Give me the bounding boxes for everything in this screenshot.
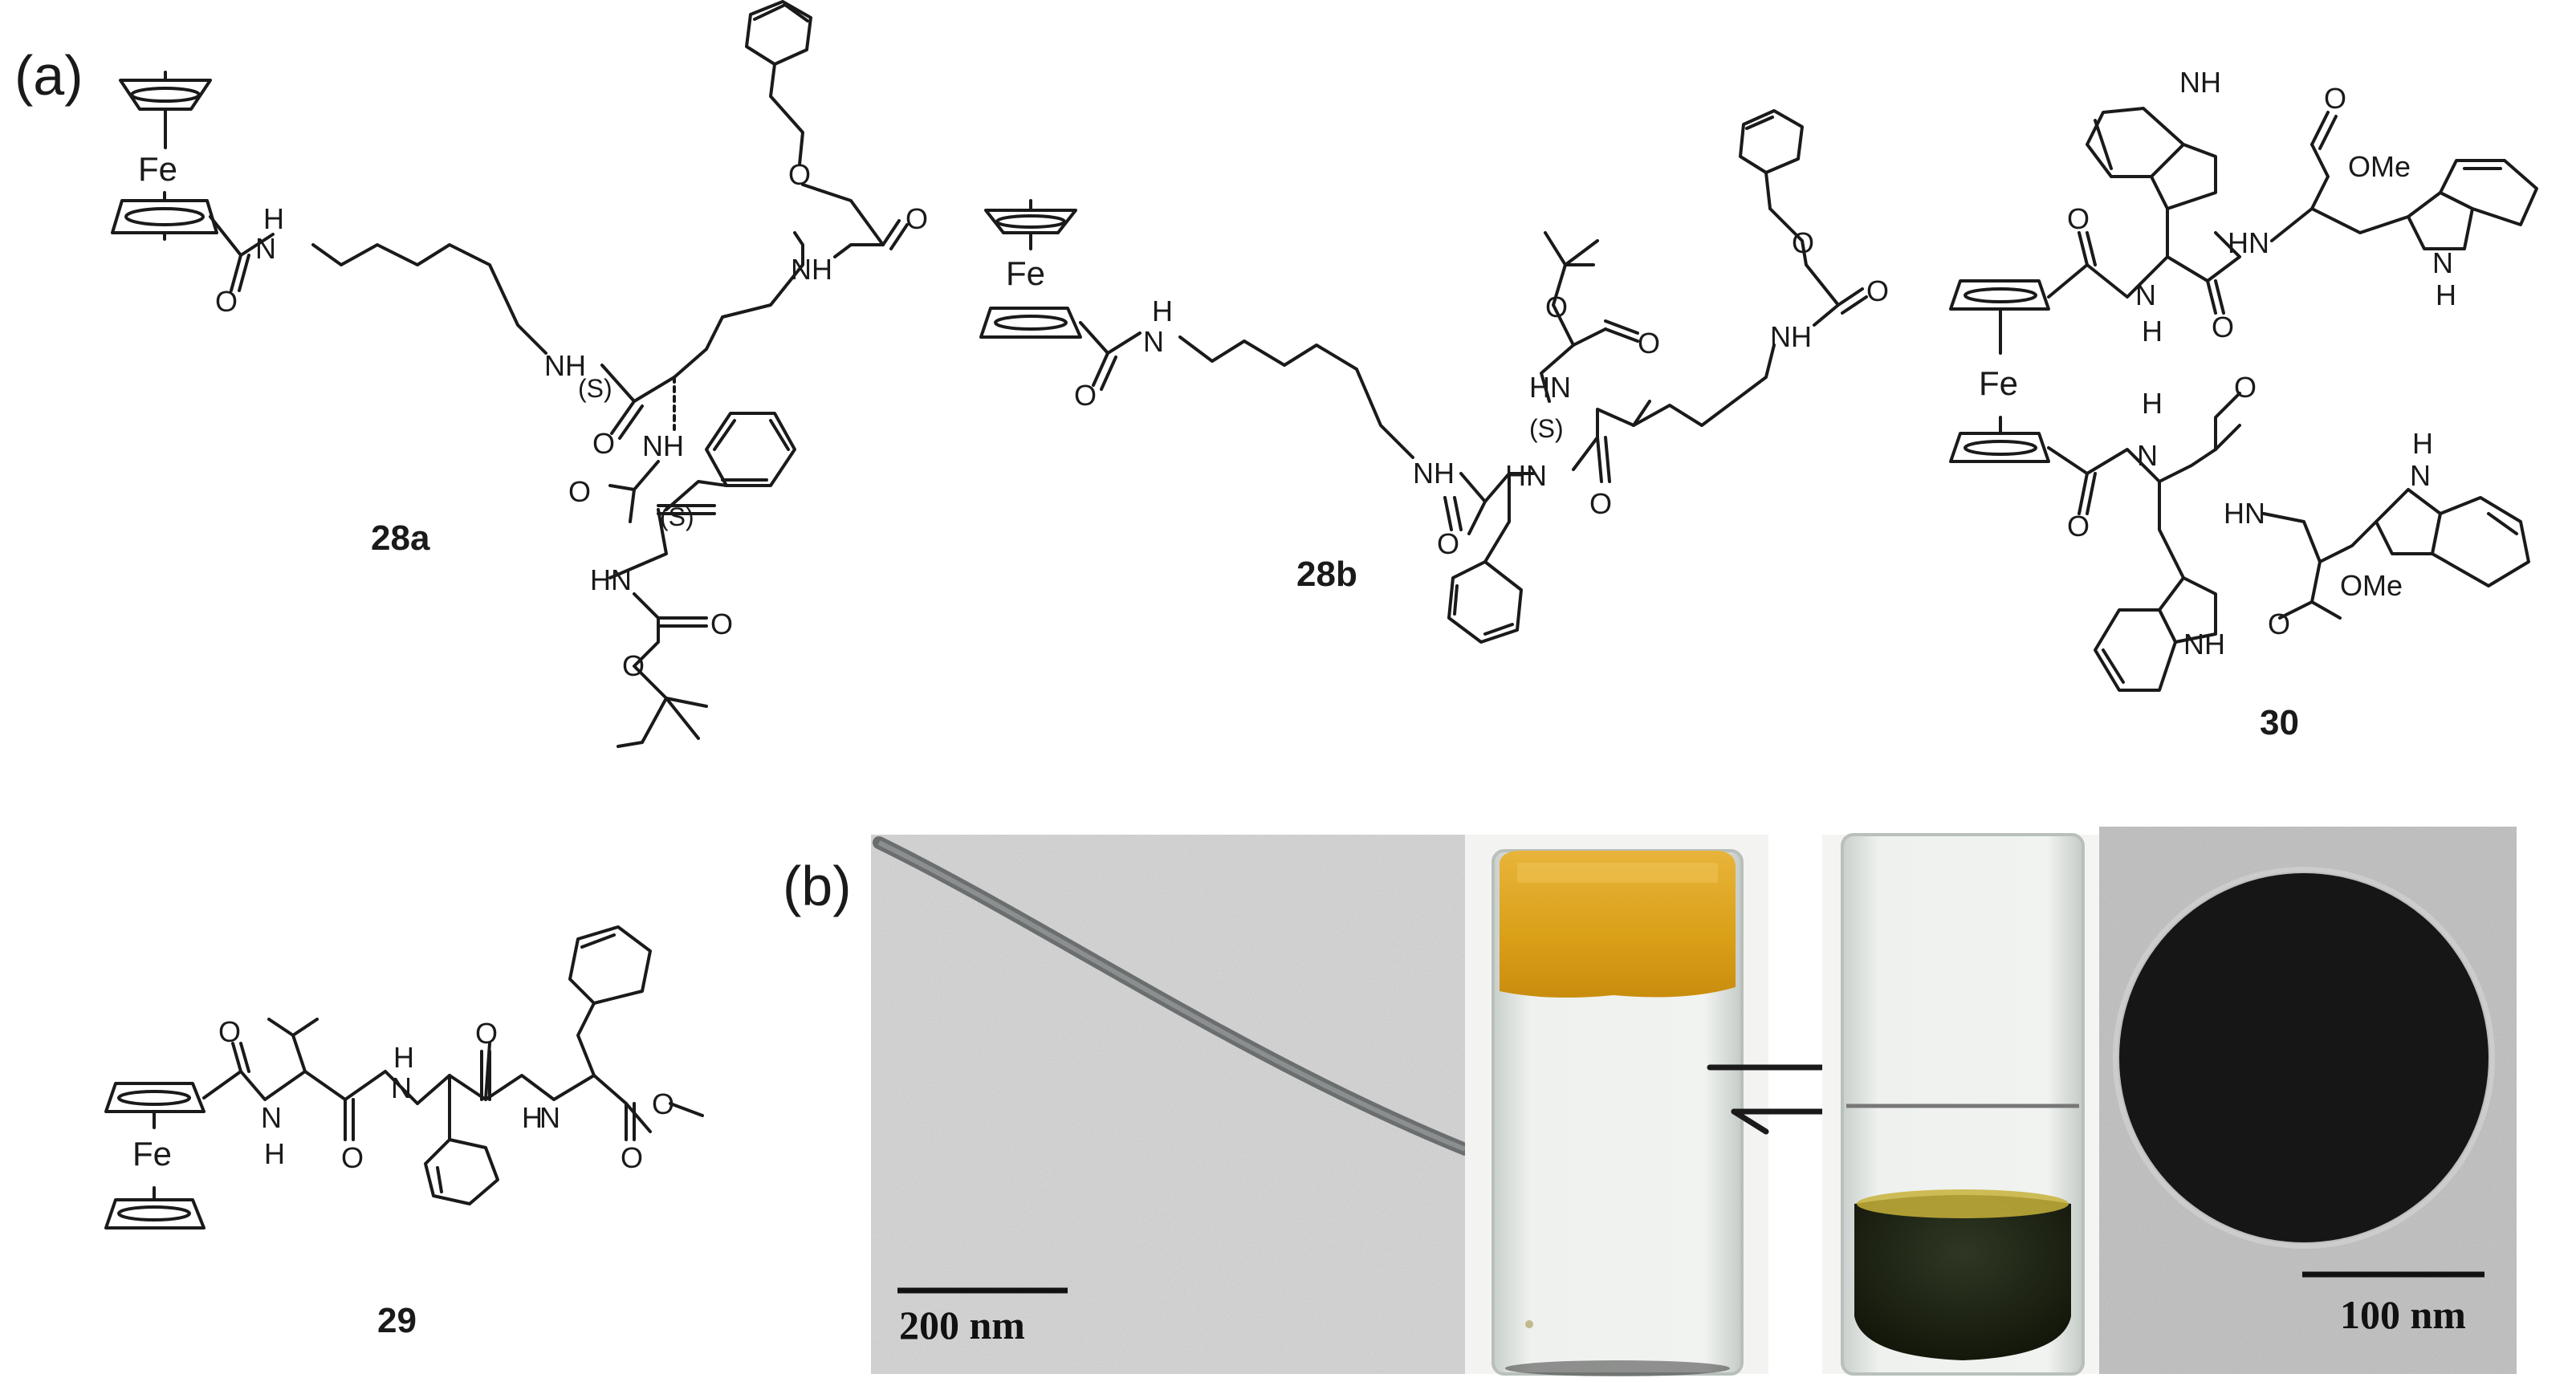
- n-label-30-2: N: [2432, 246, 2453, 279]
- n-label-28b-1: N: [1143, 325, 1164, 358]
- nh-label-30-1: NH: [2179, 66, 2221, 99]
- h-label-30-4: H: [2412, 427, 2433, 460]
- o-label-28a-7: O: [622, 649, 645, 682]
- n-label-29-1: N: [261, 1101, 282, 1134]
- structure-28a: [111, 0, 909, 748]
- nh-label-28b-1: NH: [1413, 457, 1455, 490]
- o-label-28a-2: O: [592, 427, 615, 460]
- o-label-28b-3: O: [1589, 487, 1612, 520]
- s-label-28a-1: (S): [578, 374, 612, 403]
- o-label-28a-4: O: [788, 158, 811, 191]
- solution-liquid: [1854, 1195, 2071, 1360]
- vesicle: [2119, 873, 2489, 1242]
- solution-vial-photo: [1822, 833, 2099, 1376]
- hn-label-28b-2: HN: [1529, 371, 1571, 404]
- compound-label-28b: 28b: [1296, 555, 1357, 594]
- tem-image-vesicle: 100 nm: [2099, 827, 2517, 1374]
- h-label-29-2: H: [393, 1041, 414, 1074]
- nh-label-28a-5: NH: [791, 253, 832, 286]
- o-label-30-2: O: [2212, 311, 2234, 343]
- o-label-30-5: O: [2234, 371, 2257, 404]
- scale-bar-right-label: 100 nm: [2340, 1292, 2466, 1337]
- hn-label-30-1: HN: [2228, 226, 2269, 259]
- o-label-29-2: O: [341, 1141, 364, 1174]
- compound-label-29: 29: [377, 1301, 417, 1340]
- h-label-28b-1: H: [1152, 295, 1173, 327]
- o-label-30-3: O: [2324, 82, 2346, 115]
- n-label-30-4: N: [2410, 459, 2431, 492]
- h-label-30-2: H: [2436, 278, 2456, 311]
- panel-label-b: (b): [783, 855, 852, 917]
- o-label-28b-6: O: [1866, 274, 1889, 307]
- o-label-28a-1: O: [215, 285, 238, 318]
- o-label-28b-2: O: [1437, 527, 1459, 560]
- nh-label-30-2: NH: [2183, 628, 2225, 661]
- gel-plug: [1500, 851, 1736, 998]
- nh-label-28a-4: NH: [642, 429, 684, 462]
- h-label-29-3: H: [522, 1101, 543, 1134]
- fe-label-28b: Fe: [1006, 254, 1045, 292]
- panel-label-a: (a): [14, 44, 83, 107]
- o-label-30-6: O: [2268, 608, 2290, 640]
- h-label-29-1: H: [264, 1137, 285, 1170]
- o-label-28a-6: O: [710, 608, 733, 640]
- hn-label-28a: HN: [590, 563, 632, 596]
- compound-label-30: 30: [2260, 703, 2299, 742]
- fe-label-29: Fe: [132, 1135, 172, 1173]
- o-label-29-4: O: [621, 1141, 643, 1174]
- ome-label-30-1: OMe: [2348, 150, 2411, 183]
- o-label-28b-1: O: [1074, 379, 1097, 412]
- fe-label-30: Fe: [1979, 364, 2018, 402]
- o-label-28b-7: O: [1792, 226, 1814, 259]
- ome-label-30-2: OMe: [2340, 569, 2403, 602]
- n-label-29-2: N: [391, 1071, 412, 1104]
- o-label-30-4: O: [2067, 510, 2090, 543]
- o-label-28a-5: O: [568, 475, 591, 508]
- nh-label-28b-2: NH: [1770, 320, 1812, 353]
- nh-label-28a-3: NH: [544, 349, 586, 382]
- s-label-28a-2: (S): [660, 502, 694, 531]
- nh-label-28a-2: N: [255, 232, 276, 265]
- h-label-30-3: H: [2142, 387, 2163, 420]
- o-label-28b-5: O: [1545, 291, 1568, 323]
- gel-vial-photo: [1465, 835, 1768, 1376]
- structure-28b: [979, 109, 1868, 644]
- o-label-29-5: O: [652, 1087, 674, 1120]
- o-label-29-3: O: [475, 1017, 498, 1050]
- nh-label-28a-1: H: [263, 202, 284, 235]
- hn-label-28b-1: HN: [1505, 459, 1547, 492]
- ferrocene-28a: [111, 71, 218, 241]
- compound-label-28a: 28a: [371, 518, 430, 558]
- fe-label-28a: Fe: [138, 150, 177, 188]
- s-label-28b: (S): [1529, 414, 1564, 443]
- n-label-29-3: N: [539, 1101, 560, 1134]
- n-label-30-3: N: [2137, 439, 2158, 472]
- structure-29: [104, 925, 704, 1230]
- o-label-28b-4: O: [1638, 327, 1660, 360]
- h-label-30-1: H: [2142, 315, 2163, 348]
- structure-30: [1949, 107, 2538, 692]
- o-label-28a-3: O: [905, 202, 928, 235]
- n-label-30-1: N: [2135, 278, 2156, 311]
- tem-image-nanofiber: 200 nm: [871, 835, 1471, 1374]
- o-label-30-1: O: [2067, 202, 2090, 235]
- hn-label-30-2: HN: [2224, 497, 2265, 530]
- scale-bar-left-label: 200 nm: [899, 1303, 1025, 1347]
- o-label-29-1: O: [218, 1015, 241, 1048]
